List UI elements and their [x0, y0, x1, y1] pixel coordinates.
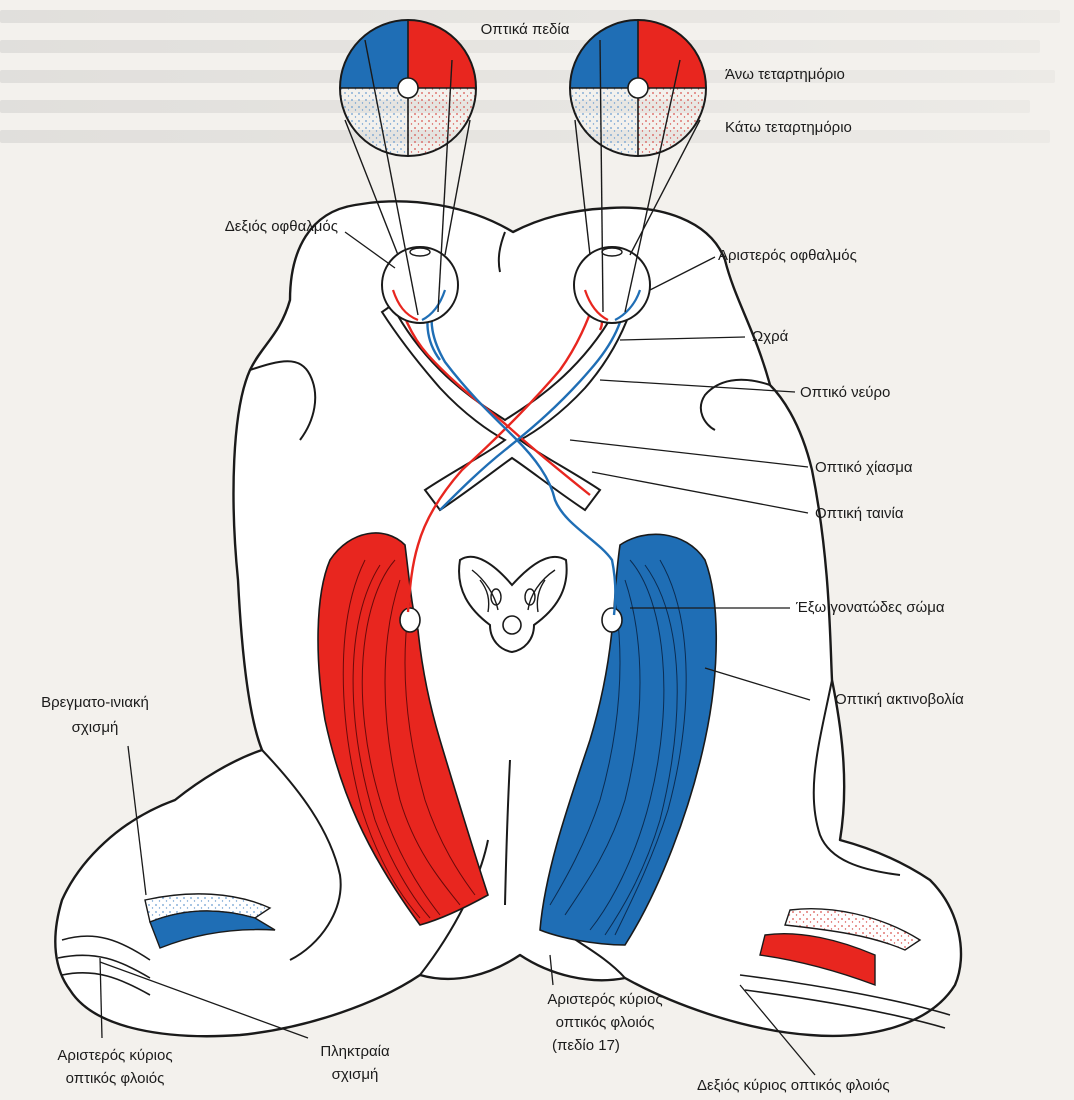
- right-eye-globe: [382, 247, 458, 323]
- left-cortex-center-label-line2: οπτικός φλοιός: [530, 1013, 680, 1032]
- parieto-occipital-label-line2: σχισμή: [5, 718, 185, 737]
- optic-tract-label: Οπτική ταινία: [815, 504, 904, 523]
- left-cortex-label-line2: οπτικός φλοιός: [40, 1069, 190, 1088]
- left-cortex-center-label-line1: Αριστερός κύριος: [530, 990, 680, 1009]
- upper-quadrant-label: Άνω τεταρτημόριο: [725, 65, 845, 84]
- left-eye-label: Αριστερός οφθαλμός: [718, 246, 857, 265]
- optic-radiation-label: Οπτική ακτινοβολία: [835, 690, 964, 709]
- calcarine-label-line2: σχισμή: [300, 1065, 410, 1084]
- macula-label: Ωχρά: [752, 327, 788, 346]
- visual-fields-title: Οπτικά πεδία: [455, 20, 595, 39]
- left-eye-globe: [574, 247, 650, 323]
- left-cortex-center-label-line3: (πεδίο 17): [552, 1036, 620, 1055]
- calcarine-label-line1: Πληκτραία: [300, 1042, 410, 1061]
- parieto-occipital-label-line1: Βρεγματο-ινιακή: [5, 693, 185, 712]
- left-cortex-label-line1: Αριστερός κύριος: [40, 1046, 190, 1065]
- left-visual-field-circle: [570, 20, 706, 156]
- lower-quadrant-label: Κάτω τεταρτημόριο: [725, 118, 852, 137]
- optic-nerve-label: Οπτικό νεύρο: [800, 383, 890, 402]
- lateral-geniculate-label: Έξω γονατώδες σώμα: [796, 598, 945, 617]
- optic-chiasm-label: Οπτικό χίασμα: [815, 458, 913, 477]
- right-visual-field-circle: [340, 20, 476, 156]
- right-eye-label: Δεξιός οφθαλμός: [150, 217, 338, 236]
- right-cortex-label: Δεξιός κύριος οπτικός φλοιός: [697, 1076, 890, 1095]
